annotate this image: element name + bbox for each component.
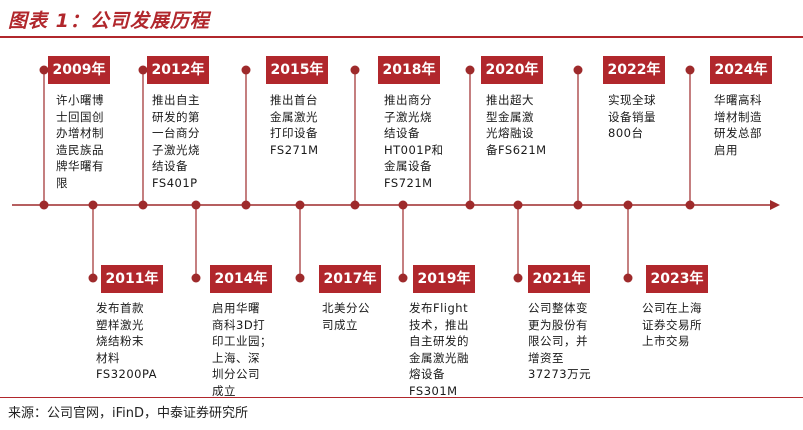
event-2018-text: 推出商分 子激光烧 结设备 HT001P和 金属设备 FS721M: [384, 93, 444, 190]
event-2020-text: 推出超大 型金属激 光熔融设 备FS621M: [486, 93, 547, 157]
dot-2011: [88, 273, 98, 283]
dot-2024: [685, 65, 695, 75]
dot-2019: [398, 273, 408, 283]
year-2018: 2018年: [378, 56, 440, 84]
footer-divider: [0, 397, 803, 398]
event-2011-text: 发布首款 塑样激光 烧结粉末 材料 FS3200PA: [96, 301, 158, 381]
event-2022-text: 实现全球 设备销量 800台: [608, 93, 656, 140]
dot-2009-axis: [39, 200, 49, 210]
dot-2017: [295, 273, 305, 283]
event-2021-text: 公司整体变 更为股份有 限公司，并 增资至 37273万元: [528, 301, 592, 381]
event-2015-text: 推出首台 金属激光 打印设备 FS271M: [270, 93, 319, 157]
year-2011: 2011年: [101, 265, 163, 293]
event-2014-text: 启用华曙 商科3D打 印工业园； 上海、深 圳分公司 成立: [212, 301, 272, 398]
year-2021: 2021年: [528, 265, 590, 293]
year-2024: 2024年: [710, 56, 772, 84]
dot-2014: [191, 273, 201, 283]
dot-2022: [573, 65, 583, 75]
dot-2019-axis: [398, 200, 408, 210]
dot-2020: [465, 65, 475, 75]
dot-2012-axis: [138, 200, 148, 210]
dot-2009: [39, 65, 49, 75]
year-2014: 2014年: [210, 265, 272, 293]
year-2009: 2009年: [48, 56, 110, 84]
event-2017-text: 北美分公 司成立: [322, 301, 370, 332]
figure-title: 图表 1：公司发展历程: [8, 10, 210, 32]
dot-2015: [241, 65, 251, 75]
event-2024-text: 华曙高科 增材制造 研发总部 启用: [714, 93, 762, 157]
event-2012-text: 推出自主 研发的第 一台商分 子激光烧 结设备 FS401P: [152, 93, 200, 190]
dot-2012: [138, 65, 148, 75]
timeline-arrowhead: [770, 200, 780, 210]
dot-2022-axis: [573, 200, 583, 210]
year-2023: 2023年: [646, 265, 708, 293]
year-2019: 2019年: [413, 265, 475, 293]
event-2019-text: 发布Flight 技术，推出 自主研发的 金属激光融 熔设备 FS301M: [409, 301, 469, 398]
dot-2023-axis: [623, 200, 633, 210]
year-2015: 2015年: [266, 56, 328, 84]
dot-2021: [513, 273, 523, 283]
dot-2020-axis: [465, 200, 475, 210]
dot-2023: [623, 273, 633, 283]
dot-2011-axis: [88, 200, 98, 210]
dot-2021-axis: [513, 200, 523, 210]
year-2017: 2017年: [319, 265, 381, 293]
year-2020: 2020年: [481, 56, 543, 84]
dot-2014-axis: [191, 200, 201, 210]
dot-2015-axis: [241, 200, 251, 210]
dot-2018-axis: [350, 200, 360, 210]
year-2012: 2012年: [147, 56, 209, 84]
event-2009-text: 许小曙博 士回国创 办增材制 造民族品 牌华曙有 限: [56, 93, 104, 190]
dot-2024-axis: [685, 200, 695, 210]
dot-2018: [350, 65, 360, 75]
event-2023-text: 公司在上海 证券交易所 上市交易: [642, 301, 702, 348]
title-divider: [0, 36, 803, 38]
year-2022: 2022年: [603, 56, 665, 84]
source-note: 来源：公司官网，iFinD，中泰证券研究所: [8, 406, 249, 421]
dot-2017-axis: [295, 200, 305, 210]
